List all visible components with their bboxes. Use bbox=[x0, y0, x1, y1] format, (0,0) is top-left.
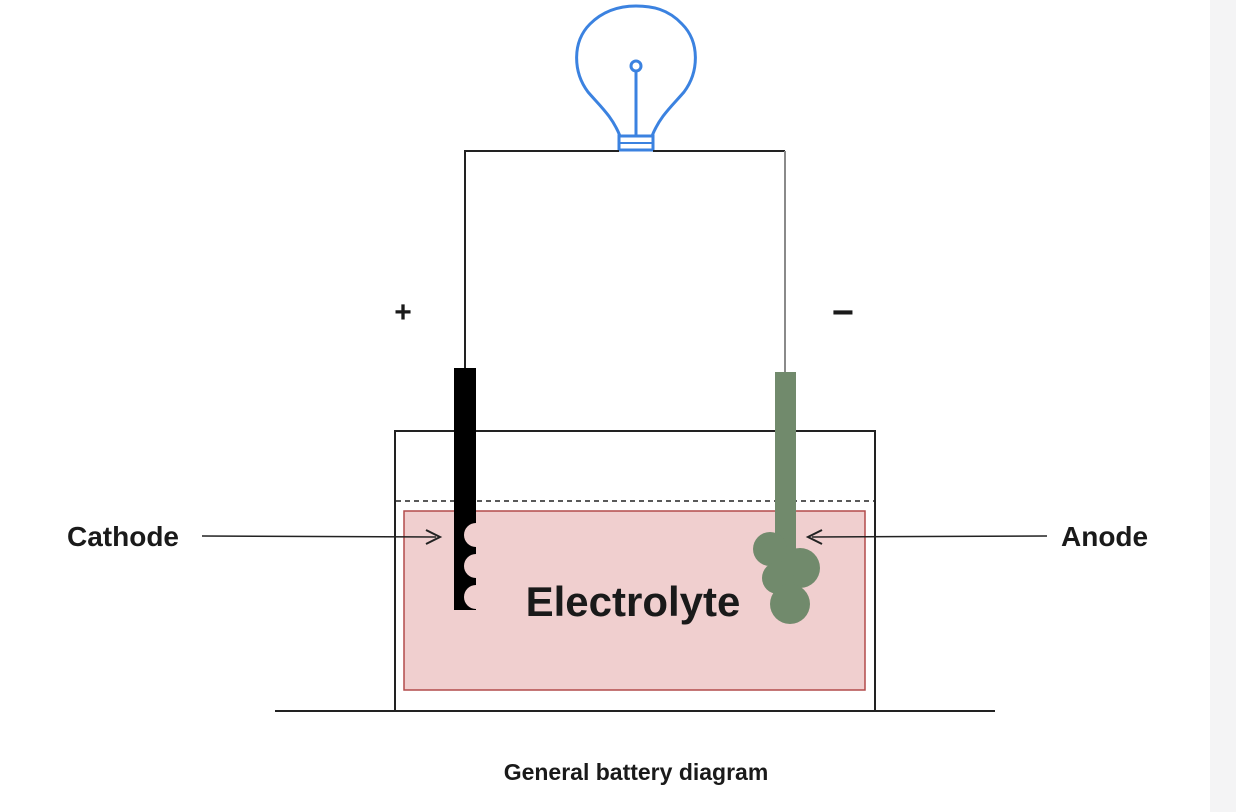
circuit-wire bbox=[464, 150, 786, 372]
cathode-arrow bbox=[201, 529, 443, 545]
light-bulb-icon bbox=[575, 4, 697, 152]
anode-arrow bbox=[805, 529, 1048, 545]
anode-label: Anode bbox=[1061, 521, 1148, 552]
cathode-electrode bbox=[454, 368, 488, 610]
anode-electrode bbox=[753, 372, 820, 624]
cathode-label: Cathode bbox=[67, 521, 179, 552]
electrolyte-label: Electrolyte bbox=[526, 578, 741, 625]
right-edge-strip bbox=[1210, 0, 1236, 812]
negative-terminal-label: − bbox=[832, 292, 854, 334]
diagram-caption: General battery diagram bbox=[504, 759, 769, 785]
positive-terminal-label: + bbox=[394, 296, 412, 329]
